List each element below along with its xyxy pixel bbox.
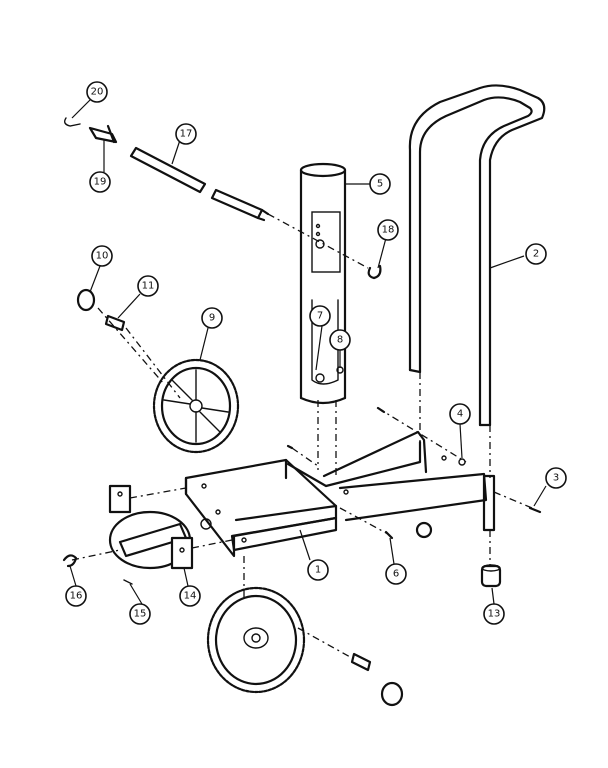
leader-lines xyxy=(69,99,547,605)
svg-text:5: 5 xyxy=(377,179,383,190)
foot-cap-part xyxy=(480,564,502,588)
callout-18: 18 xyxy=(377,219,399,241)
callout-2: 2 xyxy=(525,243,547,265)
svg-text:17: 17 xyxy=(180,129,193,140)
svg-text:1: 1 xyxy=(315,565,321,576)
svg-text:8: 8 xyxy=(337,335,343,346)
callout-7: 7 xyxy=(309,305,331,327)
svg-text:11: 11 xyxy=(142,281,155,292)
handle-part xyxy=(408,84,546,427)
svg-text:18: 18 xyxy=(382,225,395,236)
svg-text:13: 13 xyxy=(488,609,501,620)
svg-text:6: 6 xyxy=(393,569,399,580)
callout-9: 9 xyxy=(201,307,223,329)
bracket-part xyxy=(108,484,194,585)
fitting-part xyxy=(63,117,118,144)
callout-15: 15 xyxy=(129,603,151,625)
rod-part xyxy=(129,146,270,222)
svg-text:20: 20 xyxy=(91,87,104,98)
callout-14: 14 xyxy=(179,585,201,607)
callout-13: 13 xyxy=(483,603,505,625)
callout-1: 1 xyxy=(307,559,329,581)
wheel-lower-part xyxy=(206,586,306,694)
svg-text:16: 16 xyxy=(70,591,83,602)
callout-8: 8 xyxy=(329,329,351,351)
clip-lower-part xyxy=(62,554,78,568)
svg-text:10: 10 xyxy=(96,251,109,262)
svg-text:15: 15 xyxy=(134,609,147,620)
svg-text:9: 9 xyxy=(209,313,215,324)
lower-axle-hardware xyxy=(350,652,404,707)
callout-20: 20 xyxy=(86,81,108,103)
axle-hardware xyxy=(76,288,126,332)
svg-text:2: 2 xyxy=(533,249,539,260)
svg-text:7: 7 xyxy=(317,311,323,322)
tube-part xyxy=(299,162,347,405)
callout-11: 11 xyxy=(137,275,159,297)
wheel-upper-part xyxy=(152,358,240,454)
svg-text:14: 14 xyxy=(184,591,197,602)
svg-text:3: 3 xyxy=(553,473,559,484)
callout-10: 10 xyxy=(91,245,113,267)
callout-16: 16 xyxy=(65,585,87,607)
callout-3: 3 xyxy=(545,467,567,489)
clip-part xyxy=(367,264,382,280)
callout-4: 4 xyxy=(449,403,471,425)
svg-text:19: 19 xyxy=(94,177,107,188)
svg-text:4: 4 xyxy=(457,409,463,420)
callout-17: 17 xyxy=(175,123,197,145)
base-frame-part xyxy=(184,430,496,558)
callout-19: 19 xyxy=(89,171,111,193)
assembly-lines xyxy=(71,213,533,659)
callout-5: 5 xyxy=(369,173,391,195)
callout-6: 6 xyxy=(385,563,407,585)
